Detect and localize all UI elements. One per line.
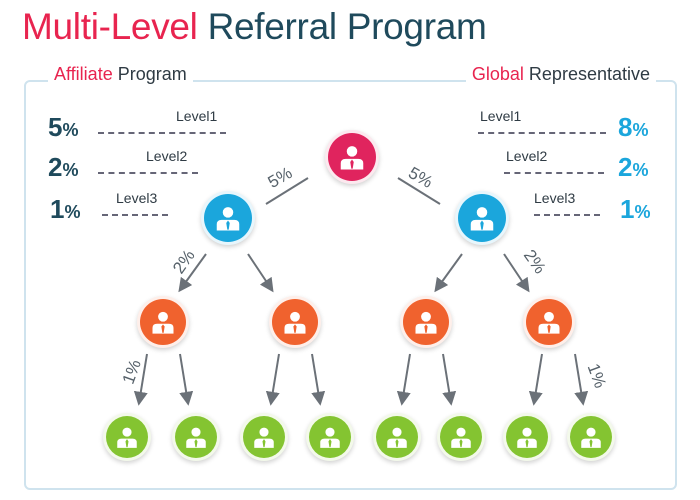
node-level3-4 (306, 413, 354, 461)
node-level2-3 (400, 296, 452, 348)
node-level2-2 (269, 296, 321, 348)
person-icon (320, 427, 340, 448)
node-level3-7 (503, 413, 551, 461)
person-icon (538, 311, 560, 334)
person-icon (581, 427, 601, 448)
left-level2-name: Level2 (146, 148, 188, 164)
node-level3-1 (103, 413, 151, 461)
left-level1-pct: 5% (48, 112, 79, 142)
edge-o1-a (133, 353, 148, 406)
edge-r-2 (503, 253, 530, 293)
page-title: Multi-Level Referral Program (22, 6, 487, 48)
node-level3-8 (567, 413, 615, 461)
global-representative-label: Global Representative (465, 64, 656, 85)
affiliate-accent: Affiliate (54, 64, 113, 84)
right-level3-pct: 1% (620, 194, 651, 224)
right-level1-row: Level1 8% (476, 108, 666, 142)
right-level2-name: Level2 (506, 148, 548, 164)
person-icon (517, 427, 537, 448)
right-level3-dash (534, 214, 600, 216)
person-icon (117, 427, 137, 448)
edge-o1-b (179, 353, 194, 406)
node-level1-left (201, 191, 255, 245)
program-frame (24, 80, 677, 490)
left-level1-dash (98, 132, 226, 134)
edge-top-left (265, 177, 309, 205)
node-level2-1 (137, 296, 189, 348)
person-icon (387, 427, 407, 448)
left-level1-row: 5% Level1 (48, 108, 238, 142)
node-level3-3 (240, 413, 288, 461)
edge-r-1 (434, 253, 463, 293)
global-accent: Global (471, 64, 524, 84)
right-level1-dash (478, 132, 606, 134)
node-top (325, 130, 379, 184)
affiliate-rest: Program (112, 64, 187, 84)
node-level3-6 (437, 413, 485, 461)
left-level3-row: 1% Level3 (48, 190, 238, 224)
person-icon (186, 427, 206, 448)
edge-o3-a (396, 353, 411, 406)
left-level3-name: Level3 (116, 190, 158, 206)
person-icon (216, 207, 240, 231)
person-icon (284, 311, 306, 334)
right-level1-pct: 8% (618, 112, 649, 142)
node-level2-4 (523, 296, 575, 348)
person-icon (340, 146, 364, 170)
title-rest: Referral Program (197, 6, 487, 47)
edge-l-1 (178, 253, 207, 293)
node-level3-5 (373, 413, 421, 461)
title-accent: Multi-Level (22, 6, 198, 47)
left-level2-dash (98, 172, 198, 174)
affiliate-program-label: Affiliate Program (48, 64, 193, 85)
global-rest: Representative (523, 64, 650, 84)
right-level1-name: Level1 (480, 108, 522, 124)
right-level3-name: Level3 (534, 190, 576, 206)
person-icon (451, 427, 471, 448)
left-level2-pct: 2% (48, 152, 79, 182)
node-level1-right (455, 191, 509, 245)
edge-l-2 (247, 253, 274, 293)
left-level2-row: 2% Level2 (48, 148, 238, 182)
edge-o3-b (442, 353, 457, 406)
right-level2-pct: 2% (618, 152, 649, 182)
right-level2-dash (504, 172, 604, 174)
person-icon (254, 427, 274, 448)
node-level3-2 (172, 413, 220, 461)
person-icon (415, 311, 437, 334)
edge-o2-b (311, 353, 326, 406)
left-level3-dash (102, 214, 168, 216)
left-level3-pct: 1% (50, 194, 81, 224)
edge-o2-a (265, 353, 280, 406)
right-level3-row: Level3 1% (476, 190, 666, 224)
person-icon (152, 311, 174, 334)
edge-o4-a (528, 353, 543, 406)
right-level2-row: Level2 2% (476, 148, 666, 182)
left-level1-name: Level1 (176, 108, 218, 124)
edge-o4-b (574, 353, 589, 406)
person-icon (470, 207, 494, 231)
edge-top-right (397, 177, 441, 205)
